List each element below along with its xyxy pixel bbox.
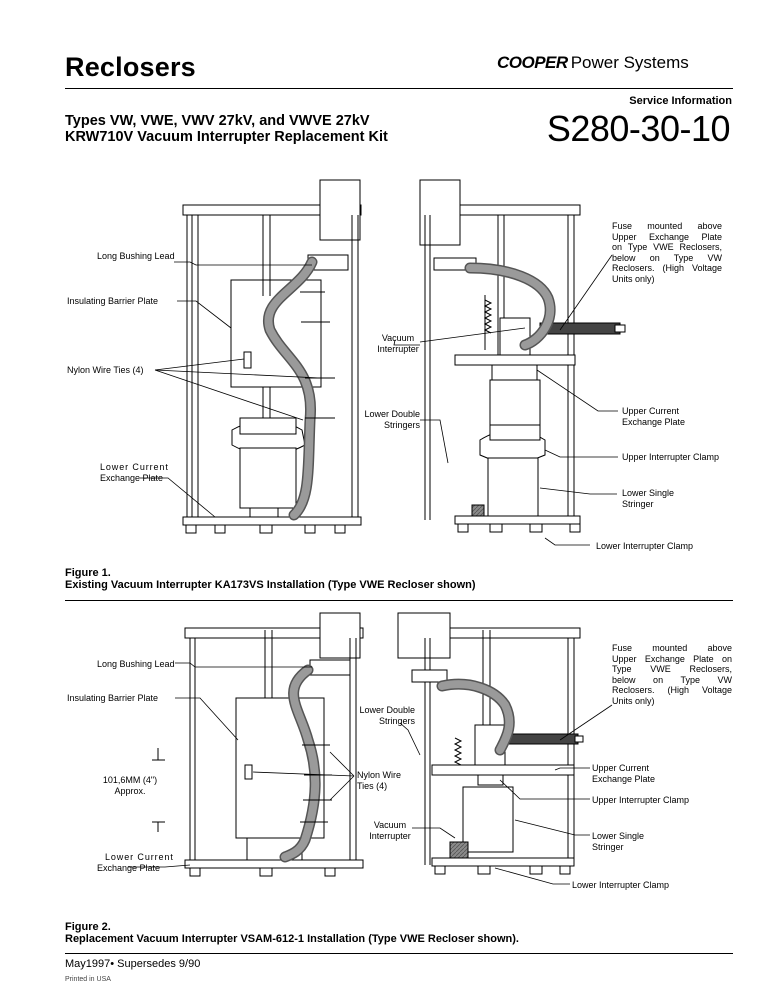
fig1-label-vacuum-interrupter: Vacuum Interrupter <box>377 333 419 354</box>
fig1-label-upper-interrupter-clamp: Upper Interrupter Clamp <box>622 452 720 462</box>
fig2-label-insulating-barrier-plate: Insulating Barrier Plate <box>67 693 159 703</box>
footer-printed: Printed in USA <box>65 976 111 983</box>
figure1-rule <box>65 600 733 601</box>
fig1-label-upper-current-exchange-plate: Upper Current Exchange Plate <box>622 406 686 427</box>
fig2-label-fuse-note: Fuse mounted above Upper Exchange Plate … <box>612 643 732 706</box>
fig1-label-lower-interrupter-clamp: Lower Interrupter Clamp <box>596 541 694 551</box>
fig2-leader-lines <box>128 662 613 885</box>
fig1-label-lower-single-stringer: Lower Single Stringer <box>622 488 675 509</box>
fig2-label-vacuum-interrupter: Vacuum Interrupter <box>369 820 411 841</box>
fig1-label-insulating-barrier-plate: Insulating Barrier Plate <box>67 296 159 306</box>
figure2-caption: Figure 2. Replacement Vacuum Interrupter… <box>65 921 519 945</box>
service-info-label: Service Information <box>629 95 732 107</box>
fig1-label-long-bushing-lead: Long Bushing Lead <box>97 251 175 261</box>
fig2-label-lower-single-stringer: Lower Single Stringer <box>592 831 645 852</box>
fig1-left-drawing <box>182 179 362 534</box>
document-number: S280-30-10 <box>546 108 731 149</box>
fig2-right-drawing <box>397 612 584 875</box>
fig2-label-dimension: 101,6MM (4") Approx. <box>102 775 158 796</box>
document-title-line1: Types VW, VWE, VWV 27kV, and VWVE 27kV <box>65 113 370 129</box>
document-title: Types VW, VWE, VWV 27kV, and VWVE 27kV K… <box>65 113 388 145</box>
footer-date: May1997• Supersedes 9/90 <box>65 958 201 970</box>
fig1-right-drawing <box>419 179 626 533</box>
brand-name: COOPER <box>497 53 568 72</box>
fig2-label-lower-interrupter-clamp: Lower Interrupter Clamp <box>572 880 670 890</box>
fig2-label-nylon-wire-ties: Nylon Wire Ties (4) <box>357 770 402 791</box>
footer-rule <box>65 953 733 954</box>
fig2-label-long-bushing-lead: Long Bushing Lead <box>97 659 175 669</box>
fig2-label-lower-double-stringers: Lower Double Stringers <box>359 705 415 726</box>
document-title-line2: KRW710V Vacuum Interrupter Replacement K… <box>65 129 388 145</box>
header-rule <box>65 88 733 89</box>
fig2-left-drawing <box>152 612 364 877</box>
fig1-leader-lines <box>140 254 618 546</box>
fig2-label-upper-interrupter-clamp: Upper Interrupter Clamp <box>592 795 690 805</box>
fig1-label-nylon-wire-ties: Nylon Wire Ties (4) <box>67 365 144 375</box>
fig1-label-lower-current-exchange-plate: Lower Current Exchange Plate <box>100 462 169 483</box>
brand-suffix: Power Systems <box>570 53 689 72</box>
fig1-label-fuse-note: Fuse mounted above Upper Exchange Plate … <box>612 221 722 284</box>
fig1-label-lower-double-stringers: Lower Double Stringers <box>364 409 420 430</box>
section-title: Reclosers <box>65 52 196 82</box>
fig2-label-lower-current-exchange-plate: Lower Current Exchange Plate <box>97 852 174 873</box>
fig2-label-upper-current-exchange-plate: Upper Current Exchange Plate <box>592 763 656 784</box>
figure1-caption: Figure 1. Existing Vacuum Interrupter KA… <box>65 567 476 591</box>
